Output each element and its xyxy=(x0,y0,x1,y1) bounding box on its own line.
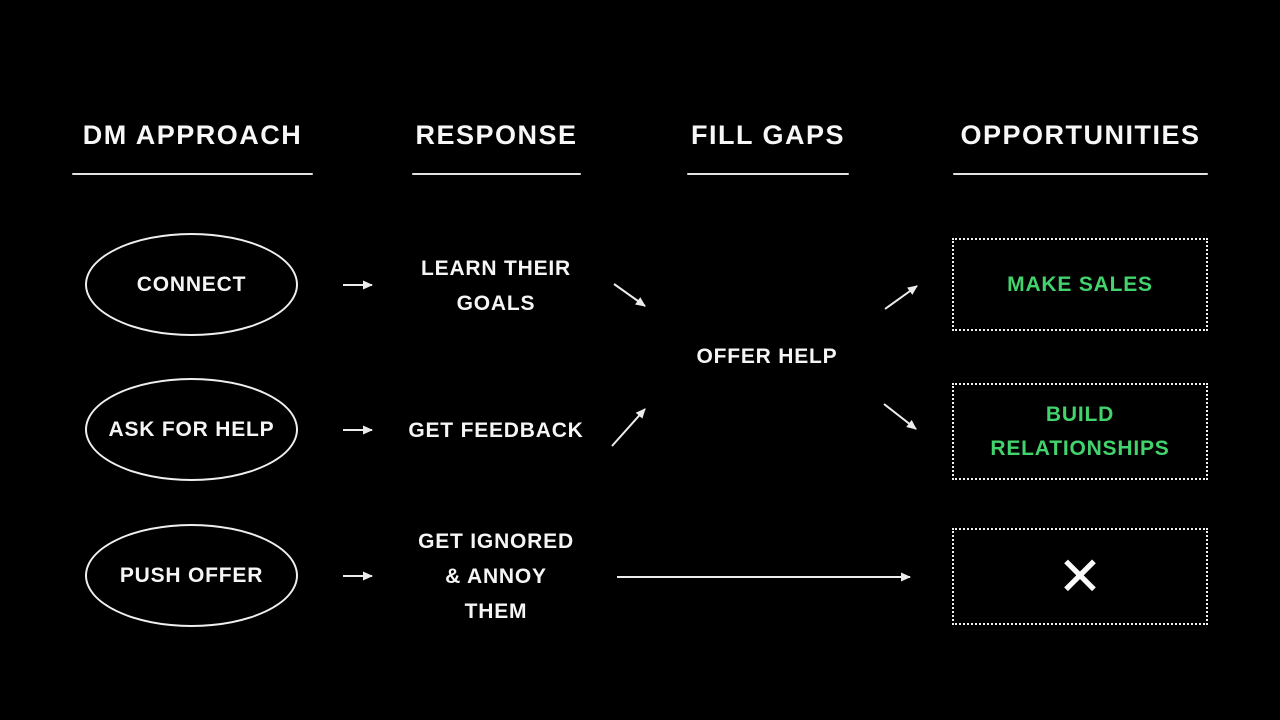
header-underline xyxy=(72,173,313,175)
header-underline xyxy=(953,173,1208,175)
header-underline xyxy=(412,173,581,175)
opportunity-box-build-relationships: BUILD RELATIONSHIPS xyxy=(952,383,1208,480)
opportunity-box-rejected: ✕ xyxy=(952,528,1208,625)
node-label: CONNECT xyxy=(136,272,247,296)
arrow-offer-help-to-build-relationships-icon xyxy=(883,403,917,430)
column-header-fill-gaps: FILL GAPS xyxy=(687,114,849,175)
arrow-learn-goals-to-offer-help-icon xyxy=(613,283,646,307)
column-header-opportunities: OPPORTUNITIES xyxy=(953,114,1208,175)
header-underline xyxy=(687,173,849,175)
response-get-feedback: GET FEEDBACK xyxy=(408,419,584,442)
node-offer-help: OFFER HELP xyxy=(696,345,838,368)
opportunity-label: MAKE SALES xyxy=(1007,272,1153,296)
node-label: PUSH OFFER xyxy=(119,563,264,587)
node-label: ASK FOR HELP xyxy=(108,417,275,441)
column-header-label: RESPONSE xyxy=(415,120,578,150)
opportunity-box-make-sales: MAKE SALES xyxy=(952,238,1208,331)
column-header-response: RESPONSE xyxy=(412,114,581,175)
node-connect: CONNECT xyxy=(85,233,298,336)
response-learn-their-goals: LEARN THEIR GOALS xyxy=(421,257,571,315)
opportunity-label: BUILD RELATIONSHIPS xyxy=(990,402,1170,460)
node-ask-for-help: ASK FOR HELP xyxy=(85,378,298,481)
node-push-offer: PUSH OFFER xyxy=(85,524,298,627)
column-header-label: DM APPROACH xyxy=(82,120,303,150)
arrow-get-feedback-to-offer-help-icon xyxy=(611,408,646,447)
x-mark-icon: ✕ xyxy=(1057,546,1103,607)
column-header-label: OPPORTUNITIES xyxy=(960,120,1201,150)
column-header-label: FILL GAPS xyxy=(690,120,845,150)
arrow-offer-help-to-make-sales-icon xyxy=(884,285,918,310)
column-header-dm-approach: DM APPROACH xyxy=(72,114,313,175)
response-get-ignored-annoy-them: GET IGNORED & ANNOY THEM xyxy=(418,530,574,623)
